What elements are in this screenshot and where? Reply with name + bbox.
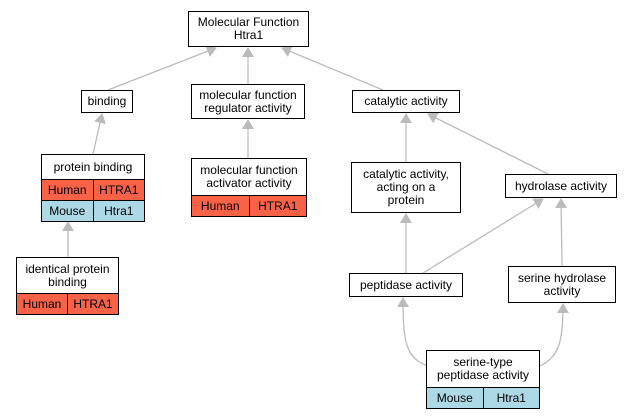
node-binding[interactable]: binding [81,90,133,113]
gene-cell: HTRA1 [248,196,307,216]
node-label: molecular function regulator activity [199,87,297,115]
gene-cell: HTRA1 [67,294,118,314]
node-hydrolase-activity[interactable]: hydrolase activity [505,174,617,198]
node-label: serine-type peptidase activity [436,355,530,382]
gene-cell: Htra1 [482,388,540,408]
species-row-mouse: Mouse Htra1 [42,200,144,221]
edge-serine-hydrolase-to-hydrolase [555,198,568,267]
species-row-mouse: Mouse Htra1 [427,387,539,408]
node-protein-binding[interactable]: protein binding Human HTRA1 Mouse Htra1 [41,154,145,222]
edge-peptidase-to-hydrolase [422,198,544,274]
species-cell: Mouse [436,391,473,405]
node-serine-hydrolase-activity[interactable]: serine hydrolase activity [508,266,616,303]
node-label: peptidase activity [359,277,453,292]
node-label: catalytic activity [364,94,448,108]
species-row-human: Human HTRA1 [192,195,306,216]
edge-protein-binding-to-binding [92,113,106,155]
gene-cell: HTRA1 [92,180,145,200]
node-molecular-function-activator-activity[interactable]: molecular function activator activity Hu… [191,158,307,217]
edge-serine-peptidase-to-serine-hydrolase [539,303,569,367]
node-label: hydrolase activity [514,178,608,193]
node-identical-protein-binding[interactable]: identical protein binding Human HTRA1 [16,257,119,315]
species-row-human: Human HTRA1 [17,293,118,314]
node-label: identical protein binding [25,261,110,289]
node-label: protein binding [53,159,133,174]
node-peptidase-activity[interactable]: peptidase activity [349,273,463,297]
node-serine-type-peptidase-activity[interactable]: serine-type peptidase activity Mouse Htr… [426,350,540,409]
node-molecular-function-root[interactable]: Molecular Function Htra1 [188,11,309,47]
edge-catalytic-to-root [281,45,384,91]
node-molecular-function-regulator-activity[interactable]: molecular function regulator activity [191,84,305,119]
edge-binding-to-root [107,45,217,91]
node-label: molecular function activator activity [200,163,298,190]
species-cell: Human [22,297,62,311]
gene-cell: Htra1 [92,201,145,221]
node-label: serine hydrolase activity [517,270,607,298]
species-cell: Human [200,199,240,213]
node-label: catalytic activity, acting on a protein [363,167,449,207]
edge-serine-peptidase-to-peptidase [397,297,429,367]
species-cell: Human [47,183,87,197]
node-catalytic-activity[interactable]: catalytic activity [352,90,460,113]
species-cell: Mouse [49,204,86,218]
species-row-human: Human HTRA1 [42,179,144,200]
edge-hydrolase-to-catalytic [427,112,549,175]
node-label: binding [87,94,127,108]
node-label: Molecular Function Htra1 [197,15,300,42]
node-catalytic-activity-acting-on-a-protein[interactable]: catalytic activity, acting on a protein [351,162,461,213]
